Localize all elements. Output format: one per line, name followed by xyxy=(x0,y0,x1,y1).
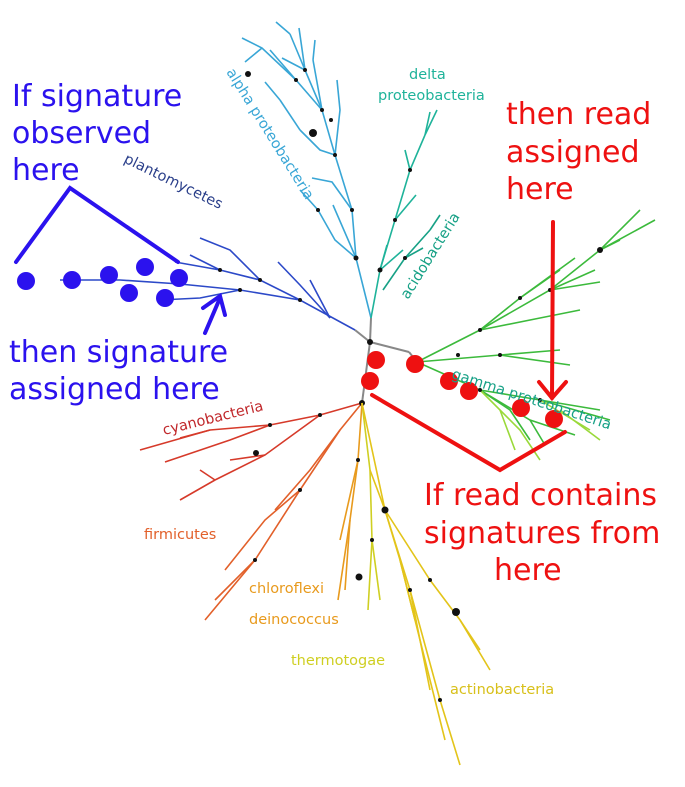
blue-dot xyxy=(156,289,174,307)
blue-top-line-1: If signature xyxy=(12,79,182,114)
red-top-annotation: then read assigned here xyxy=(506,97,651,207)
cyanobacteria-branches xyxy=(139,402,363,501)
red-bottom-annotation: If read contains signatures from here xyxy=(424,478,660,588)
blue-signature-dots xyxy=(17,258,188,307)
alpha-branch-nodes xyxy=(245,68,359,261)
red-bottom-line-1: If read contains xyxy=(424,478,657,513)
blue-dot xyxy=(17,272,35,290)
delta-branch-nodes xyxy=(377,168,412,273)
delta-proteobacteria-label-line1: delta xyxy=(409,67,446,83)
red-dot xyxy=(460,382,478,400)
tree-root-node xyxy=(367,339,373,345)
blue-dot xyxy=(170,269,188,287)
deinococcus-label: deinococcus xyxy=(249,612,339,628)
blue-dot xyxy=(136,258,154,276)
red-dot xyxy=(545,410,563,428)
thermotogae-label: thermotogae xyxy=(291,653,385,669)
blue-top-line-3: here xyxy=(12,153,80,188)
red-dot xyxy=(361,372,379,390)
alpha-proteobacteria-branches xyxy=(241,21,372,319)
blue-dot xyxy=(63,271,81,289)
red-arrow xyxy=(537,220,568,402)
blue-bottom-line-2: assigned here xyxy=(9,372,220,407)
red-dot xyxy=(406,355,424,373)
delta-proteobacteria-label-line2: proteobacteria xyxy=(378,88,485,104)
blue-dot xyxy=(120,284,138,302)
chloroflexi-branches xyxy=(337,402,363,601)
plantomycetes-label: plantomycetes xyxy=(121,151,225,213)
blue-signature-bracket xyxy=(14,185,180,264)
blue-top-annotation: If signature observed here xyxy=(12,79,182,188)
thermotogae-branches xyxy=(361,402,381,611)
blue-bottom-line-1: then signature xyxy=(9,335,228,370)
yellow-branch-nodes xyxy=(355,458,460,702)
blue-bottom-annotation: then signature assigned here xyxy=(9,335,228,407)
red-signature-bracket xyxy=(370,393,567,473)
red-top-line-1: then read xyxy=(506,97,651,132)
plantomycetes-branch-nodes xyxy=(218,268,302,302)
red-orange-branch-nodes xyxy=(253,400,365,562)
actinobacteria-branches xyxy=(361,402,491,766)
red-dot xyxy=(512,399,530,417)
red-top-line-2: assigned xyxy=(506,135,640,170)
firmicutes-label: firmicutes xyxy=(144,527,216,543)
red-bottom-line-2: signatures from xyxy=(424,516,660,551)
chloroflexi-label: chloroflexi xyxy=(249,581,324,597)
blue-top-line-2: observed xyxy=(12,116,151,151)
red-signature-dots xyxy=(361,351,563,428)
red-dot xyxy=(440,372,458,390)
red-bottom-line-3: here xyxy=(494,553,562,588)
firmicutes-branches xyxy=(204,402,363,621)
red-top-line-3: here xyxy=(506,172,574,207)
blue-arrow xyxy=(201,292,227,335)
plantomycetes-branches xyxy=(60,237,356,331)
blue-dot xyxy=(100,266,118,284)
actinobacteria-label: actinobacteria xyxy=(450,682,554,698)
red-dot xyxy=(367,351,385,369)
